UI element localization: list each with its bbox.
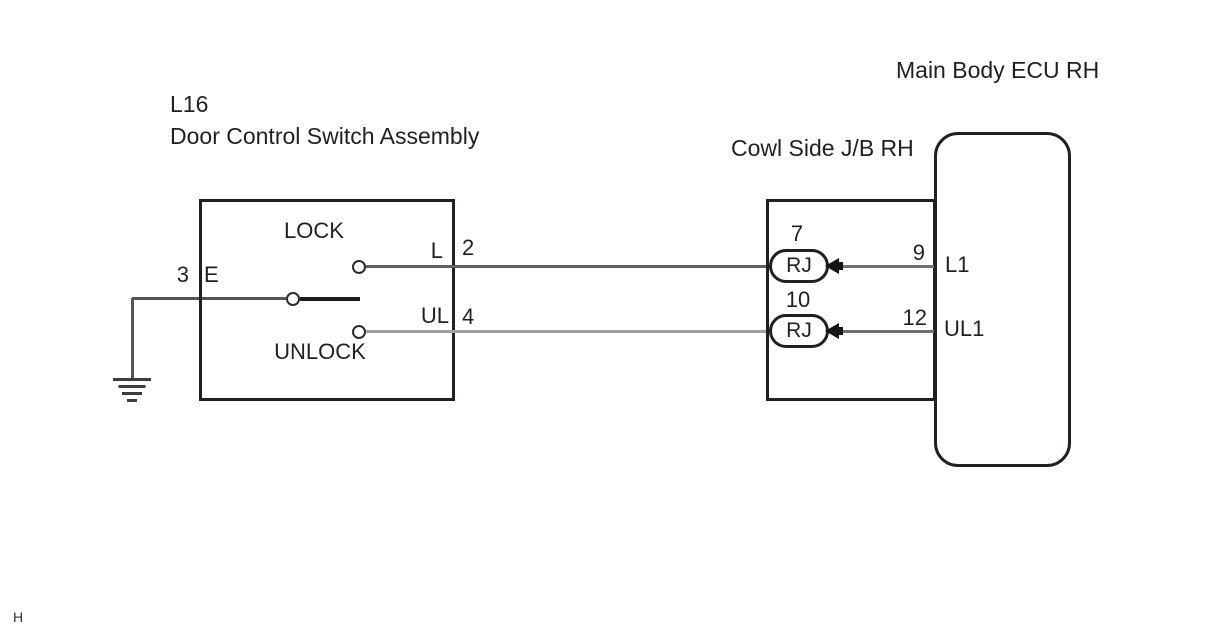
ecu-pin-12-label: 12	[902, 305, 927, 330]
arrow-tail	[838, 327, 843, 335]
wire-lock	[366, 265, 770, 268]
rj2-label: RJ	[786, 319, 812, 342]
terminal-ul-label: UL	[420, 303, 449, 328]
wire-ecu-ul1	[840, 330, 936, 333]
switch-name-label: Door Control Switch Assembly	[170, 123, 480, 149]
door-control-switch-box	[199, 199, 455, 401]
rj1-label: RJ	[786, 254, 812, 277]
ecu-terminal-ul1-label: UL1	[944, 316, 985, 341]
arrow-left-icon	[825, 258, 839, 274]
terminal-e-label: E	[204, 262, 219, 287]
arrow-left-icon	[825, 323, 839, 339]
ecu-pin-9-label: 9	[912, 240, 925, 265]
terminal-3-label: 3	[176, 262, 189, 287]
wire-ecu-l1	[840, 265, 936, 268]
rj2-connector: RJ	[769, 314, 829, 348]
page-marker: H	[13, 609, 24, 625]
ground-wire-horizontal	[132, 297, 286, 300]
junction-block-name-label: Cowl Side J/B RH	[731, 135, 914, 161]
lock-position-label: LOCK	[284, 218, 344, 243]
unlock-position-label: UNLOCK	[274, 339, 366, 364]
rj1-pin-label: 7	[790, 221, 804, 246]
unlock-contact	[352, 325, 366, 339]
ground-wire-vertical	[131, 298, 134, 379]
lock-contact	[352, 260, 366, 274]
terminal-l-label: L	[430, 238, 443, 263]
rj1-connector: RJ	[769, 249, 829, 283]
terminal-2-label: 2	[462, 235, 475, 260]
ecu-name-label: Main Body ECU RH	[896, 57, 1100, 83]
ecu-box	[934, 132, 1071, 467]
switch-arm	[300, 297, 360, 301]
terminal-4-label: 4	[462, 304, 475, 329]
ecu-terminal-l1-label: L1	[945, 252, 970, 277]
rj2-pin-label: 10	[785, 287, 811, 312]
wire-unlock	[366, 330, 770, 333]
arrow-tail	[838, 262, 843, 270]
switch-pole-contact	[286, 292, 300, 306]
switch-ref-label: L16	[170, 91, 209, 117]
